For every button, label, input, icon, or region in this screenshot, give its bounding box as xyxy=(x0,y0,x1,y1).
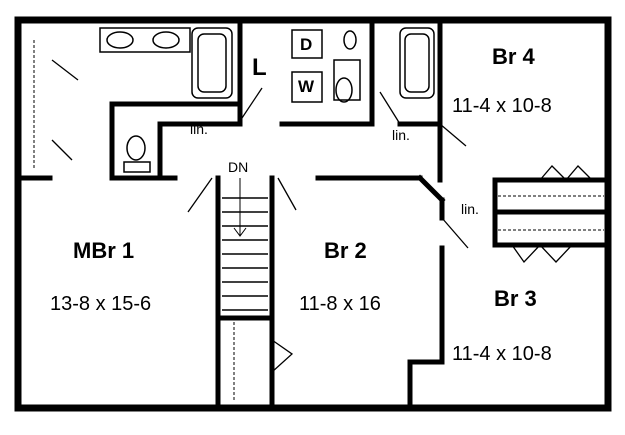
staircase xyxy=(222,178,268,311)
washer-label: W xyxy=(298,77,315,96)
bath2-tub xyxy=(399,27,435,99)
room-dims-br3: 11-4 x 10-8 xyxy=(452,343,552,365)
closet-shelving xyxy=(33,40,604,400)
room-dims-mbr1: 13-8 x 15-6 xyxy=(50,293,152,315)
bath2-sink xyxy=(343,30,357,50)
room-dims-br2: 11-8 x 16 xyxy=(299,293,381,315)
stair-down-label: DN xyxy=(228,159,249,175)
room-name-br4: Br 4 xyxy=(492,44,535,69)
door-swings xyxy=(51,59,593,373)
room-dims-br4: 11-4 x 10-8 xyxy=(452,95,552,117)
linen-label-bedroom-hall: lin. xyxy=(461,201,479,217)
bath-fixtures xyxy=(99,27,435,173)
master-sink-2 xyxy=(152,31,180,49)
linen-label-hall: lin. xyxy=(392,127,410,143)
master-toilet xyxy=(126,135,146,161)
dryer-label: D xyxy=(300,35,313,54)
master-sink-1 xyxy=(106,31,134,49)
linen-label-master: lin. xyxy=(190,121,208,137)
dryer-box xyxy=(291,29,323,59)
bath2-toilet xyxy=(335,77,353,103)
interior-walls xyxy=(15,17,611,411)
linen-closet-label: L xyxy=(252,54,267,81)
master-tub xyxy=(191,27,233,99)
room-name-br2: Br 2 xyxy=(324,238,367,263)
washer-box xyxy=(291,71,323,103)
room-name-br3: Br 3 xyxy=(494,286,537,311)
room-name-mbr1: MBr 1 xyxy=(73,238,135,263)
